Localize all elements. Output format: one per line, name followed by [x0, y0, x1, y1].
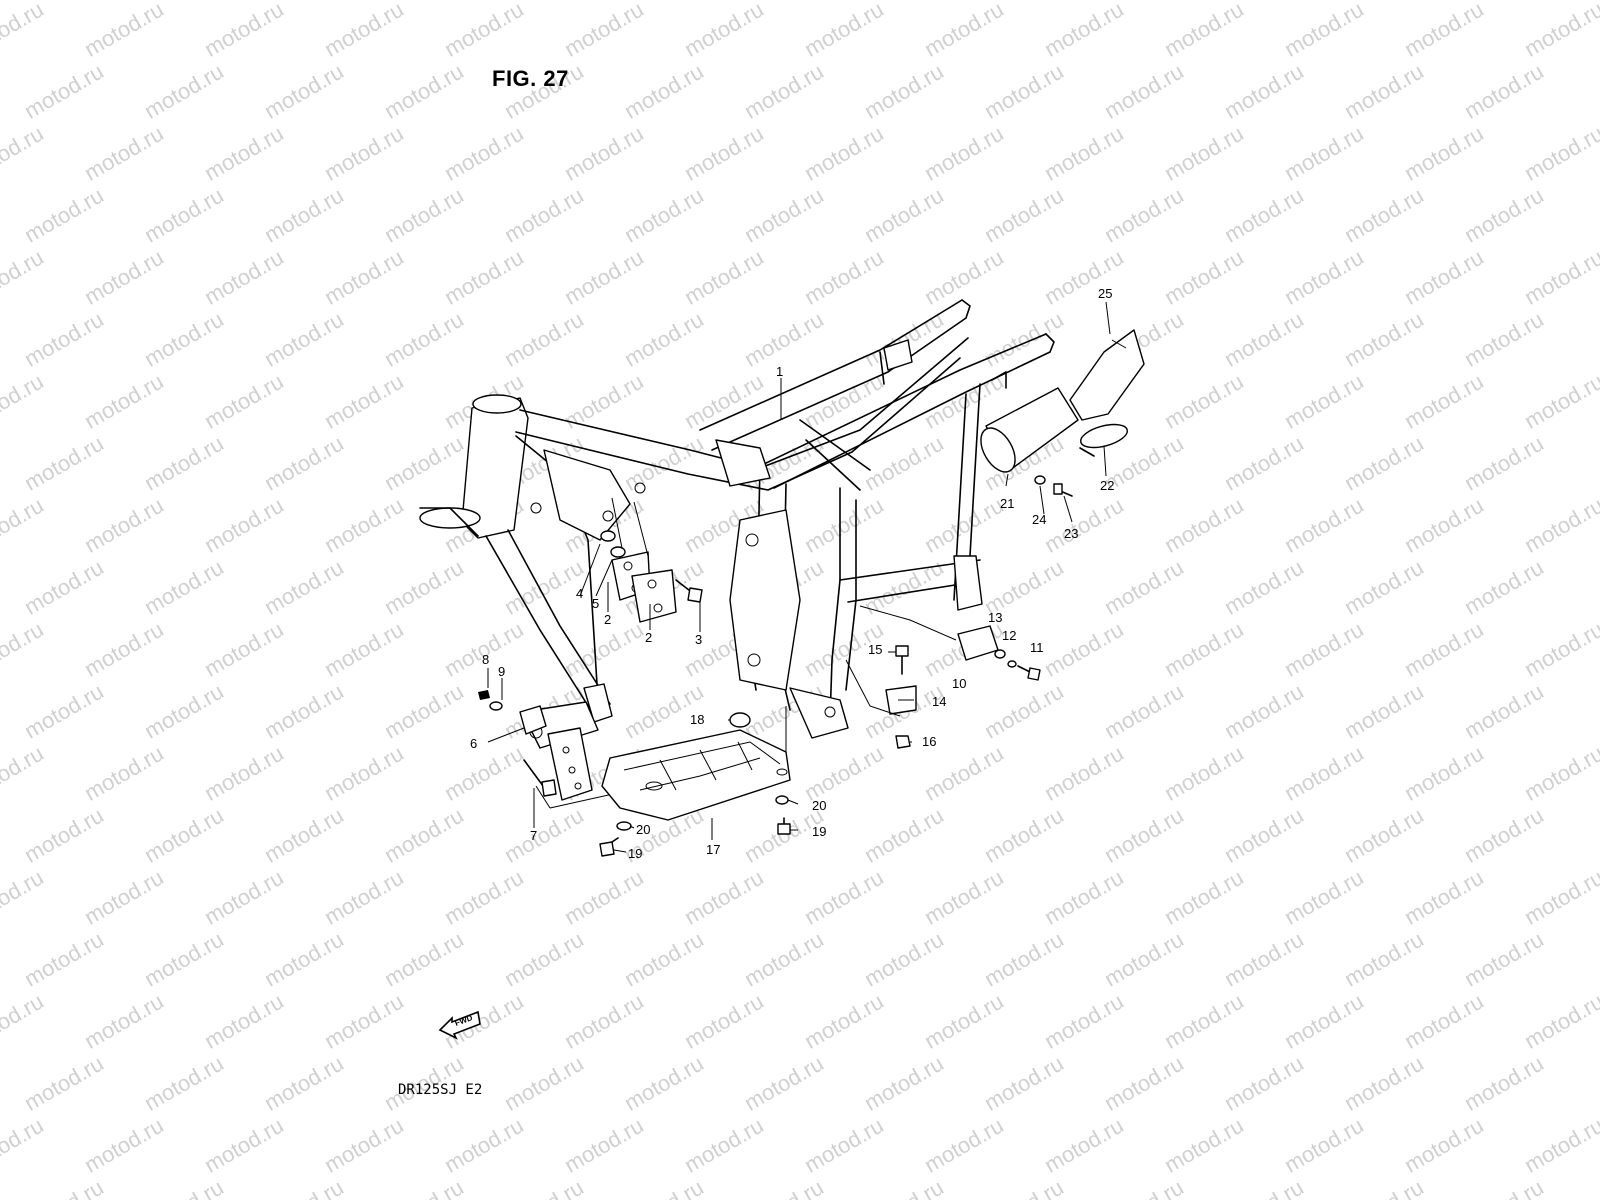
fwd-arrow-icon: FWD — [438, 1010, 481, 1040]
callout-8: 8 — [482, 652, 489, 667]
callout-12: 12 — [1002, 628, 1016, 643]
callout-10: 10 — [952, 676, 966, 691]
callout-21: 21 — [1000, 496, 1014, 511]
front-bracket-parts — [478, 690, 641, 809]
callout-14: 14 — [932, 694, 946, 709]
callout-22: 22 — [1100, 478, 1114, 493]
callout-1: 1 — [776, 364, 783, 379]
callout-23: 23 — [1064, 526, 1078, 541]
engine-mount-plates — [600, 497, 703, 623]
callout-2a: 2 — [604, 612, 611, 627]
callout-19b: 19 — [812, 824, 826, 839]
callout-4: 4 — [576, 586, 583, 601]
callout-11: 11 — [1030, 640, 1044, 655]
leader-lines — [487, 301, 1111, 853]
callout-25: 25 — [1098, 286, 1112, 301]
callout-20a: 20 — [636, 822, 650, 837]
callout-16: 16 — [922, 734, 936, 749]
callout-3: 3 — [695, 632, 702, 647]
callout-19a: 19 — [628, 846, 642, 861]
callout-7: 7 — [530, 828, 537, 843]
figure-title: FIG. 27 — [492, 66, 569, 91]
callout-20b: 20 — [812, 798, 826, 813]
callout-labels: 1 2 2 3 4 5 6 7 8 9 10 11 12 13 14 15 16… — [470, 286, 1114, 861]
skid-plate — [599, 706, 791, 857]
frame-body — [419, 299, 1055, 749]
callout-6: 6 — [470, 736, 477, 751]
model-code: DR125SJ E2 — [398, 1082, 483, 1098]
muffler-parts — [980, 329, 1145, 497]
callout-2b: 2 — [645, 630, 652, 645]
callout-15: 15 — [868, 642, 882, 657]
callout-13: 13 — [988, 610, 1002, 625]
callout-5: 5 — [592, 596, 599, 611]
callout-18: 18 — [690, 712, 704, 727]
rubber-bumpers — [845, 605, 1041, 749]
callout-17: 17 — [706, 842, 720, 857]
callout-9: 9 — [498, 664, 505, 679]
callout-24: 24 — [1032, 512, 1046, 527]
